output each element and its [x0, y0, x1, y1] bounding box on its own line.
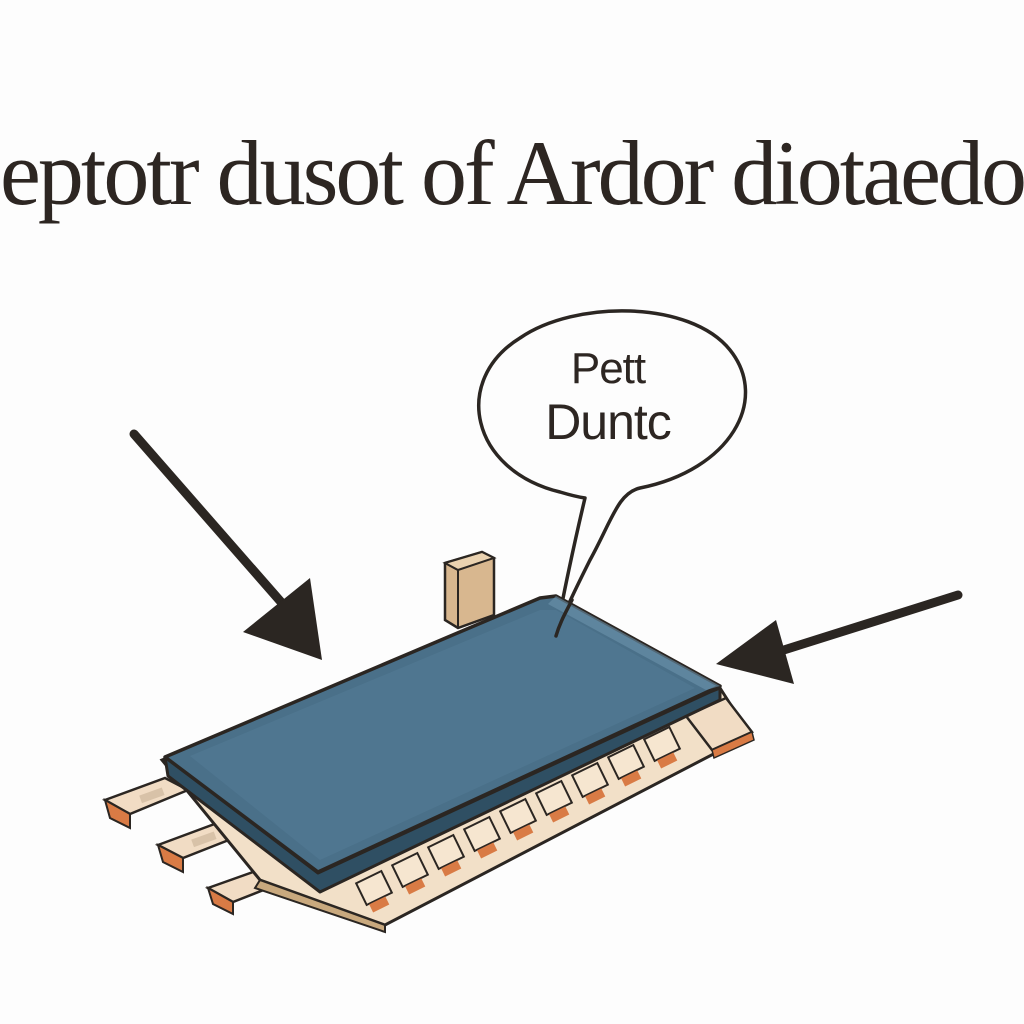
header-pins	[354, 725, 682, 913]
diagram-title: eptotr dusot of Ardor diotaedou	[0, 122, 1024, 224]
callout-bubble	[477, 309, 748, 638]
arrow-left-icon	[716, 590, 963, 684]
callout-outline	[477, 309, 748, 638]
callout-pointer-tip	[554, 598, 574, 638]
left-pin	[102, 776, 191, 830]
left-pins	[102, 776, 298, 916]
callout-label-line1: Pett	[570, 344, 646, 393]
callout-label-line2: Duntc	[545, 394, 672, 450]
arrow-down-right-icon	[129, 429, 322, 660]
board-post	[442, 550, 497, 630]
main-board	[163, 594, 722, 894]
